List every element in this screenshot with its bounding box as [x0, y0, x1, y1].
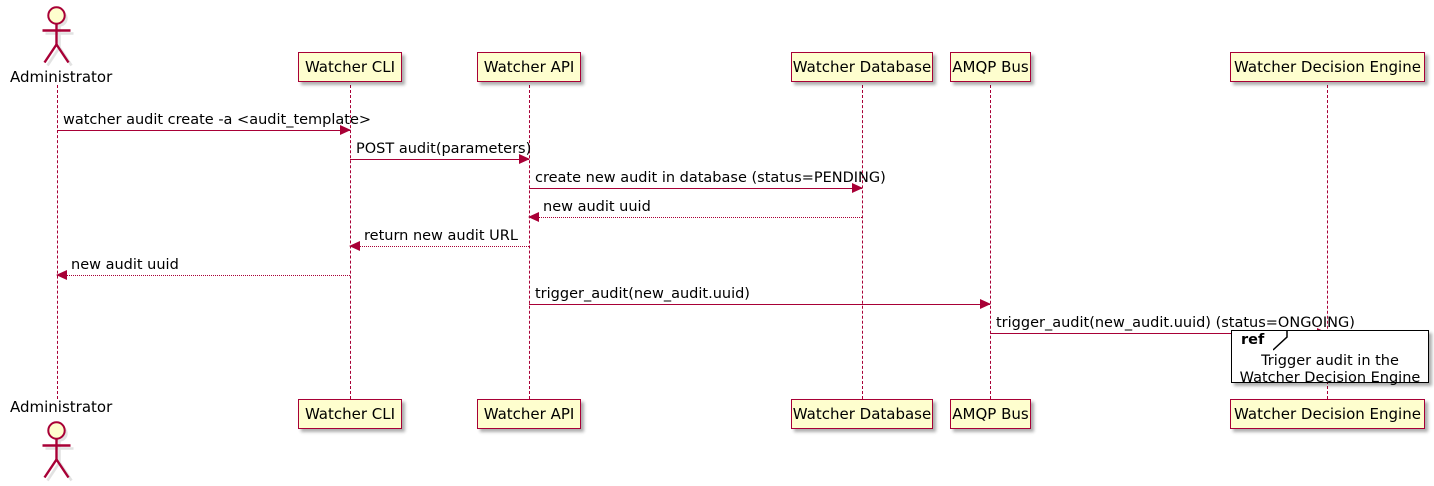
participant-box-engine-bottom[interactable]: Watcher Decision Engine [1230, 399, 1425, 429]
actor-figure-admin [34, 4, 80, 67]
participant-box-engine-top[interactable]: Watcher Decision Engine [1230, 52, 1425, 82]
arrowhead-icon [980, 298, 991, 309]
lifeline-engine [1327, 85, 1328, 399]
arrowhead-icon [349, 240, 360, 251]
participant-box-db-bottom[interactable]: Watcher Database [791, 399, 933, 429]
lifeline-admin [57, 85, 58, 399]
message-line [57, 275, 350, 276]
message-label: trigger_audit(new_audit.uuid) [535, 285, 750, 302]
message-line [529, 188, 862, 189]
lifeline-db [862, 85, 863, 399]
lifeline-api [529, 85, 530, 399]
message-label: trigger_audit(new_audit.uuid) (status=ON… [996, 314, 1355, 331]
lifeline-amqp [990, 85, 991, 399]
message-line [529, 217, 862, 218]
message-label: watcher audit create -a <audit_template> [63, 111, 372, 128]
participant-box-api-top[interactable]: Watcher API [477, 52, 581, 82]
message-line [529, 304, 990, 305]
participant-box-db-top[interactable]: Watcher Database [791, 52, 933, 82]
ref-fragment-line-2: Watcher Decision Engine [1239, 370, 1421, 386]
arrowhead-icon [519, 153, 530, 164]
message-line [350, 159, 529, 160]
message-label: new audit uuid [543, 198, 651, 215]
message-line [990, 333, 1327, 334]
message-label: create new audit in database (status=PEN… [535, 169, 886, 186]
message-label: return new audit URL [364, 227, 518, 244]
participant-box-amqp-bottom[interactable]: AMQP Bus [950, 399, 1031, 429]
message-line [350, 246, 529, 247]
message-line [57, 130, 350, 131]
actor-label-admin-bottom: Administrator [10, 398, 113, 416]
actor-figure-admin [34, 419, 80, 482]
participant-box-cli-top[interactable]: Watcher CLI [298, 52, 402, 82]
participant-box-api-bottom[interactable]: Watcher API [477, 399, 581, 429]
message-label: POST audit(parameters) [356, 140, 532, 157]
ref-fragment-line-1: Trigger audit in the [1261, 353, 1399, 369]
message-label: new audit uuid [71, 256, 179, 273]
ref-fragment-notch-icon [1271, 331, 1288, 351]
participant-box-cli-bottom[interactable]: Watcher CLI [298, 399, 402, 429]
arrowhead-icon [340, 124, 351, 135]
arrowhead-icon [56, 269, 67, 280]
arrowhead-icon [528, 211, 539, 222]
participant-box-amqp-top[interactable]: AMQP Bus [950, 52, 1031, 82]
ref-fragment-keyword: ref [1232, 331, 1274, 350]
arrowhead-icon [852, 182, 863, 193]
actor-label-admin-top: Administrator [10, 68, 113, 86]
